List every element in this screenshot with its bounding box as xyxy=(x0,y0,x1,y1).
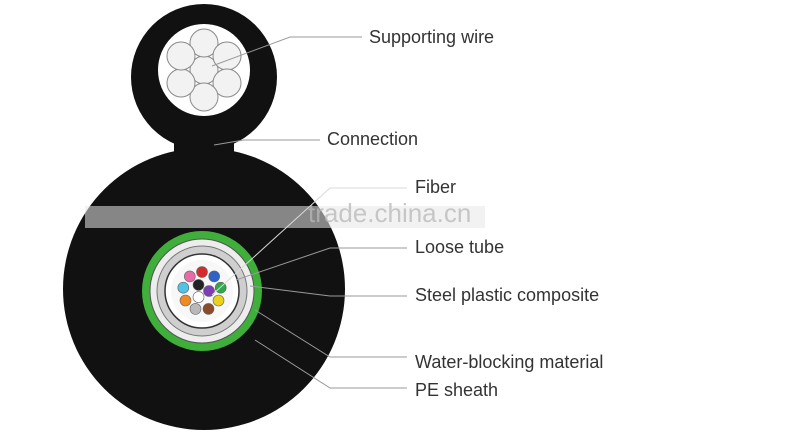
wire-strand xyxy=(212,41,242,71)
fiber-strand xyxy=(192,279,205,291)
leader-water-blocking xyxy=(254,309,407,358)
fiber-strand xyxy=(208,270,220,283)
leader-lines xyxy=(211,36,407,389)
wire-strand xyxy=(166,41,196,71)
leader-connection xyxy=(213,139,320,146)
supporting-wire-strands xyxy=(158,24,250,116)
wire-strand xyxy=(189,82,219,112)
leader-pe-sheath xyxy=(254,339,407,389)
fiber-strand xyxy=(212,294,225,307)
leader-supporting-wire xyxy=(211,36,362,67)
fiber-strand xyxy=(184,270,196,283)
wire-strand xyxy=(189,28,219,58)
fiber-strand xyxy=(179,294,192,307)
leader-fiber xyxy=(211,187,407,296)
wire-strand xyxy=(166,68,196,98)
leader-steel-plastic xyxy=(249,285,407,297)
leader-loose-tube xyxy=(235,247,407,281)
fiber-strand xyxy=(202,303,215,315)
fiber-strand xyxy=(189,303,202,315)
label-fiber: Fiber xyxy=(415,177,456,197)
label-pe-sheath: PE sheath xyxy=(415,380,498,400)
label-loose-tube: Loose tube xyxy=(415,237,504,257)
fiber-strand xyxy=(192,291,205,303)
fiber-strand xyxy=(196,266,208,278)
label-steel-plastic: Steel plastic composite xyxy=(415,285,599,305)
label-connection: Connection xyxy=(327,129,418,149)
label-supporting-wire: Supporting wire xyxy=(369,27,494,47)
watermark-band xyxy=(85,206,485,228)
fiber-strand xyxy=(177,281,190,294)
fiber-strand xyxy=(203,285,215,297)
wire-strand xyxy=(212,68,242,98)
watermark-text: trade.china.cn xyxy=(308,198,471,228)
label-water-blocking: Water-blocking material xyxy=(415,352,603,372)
